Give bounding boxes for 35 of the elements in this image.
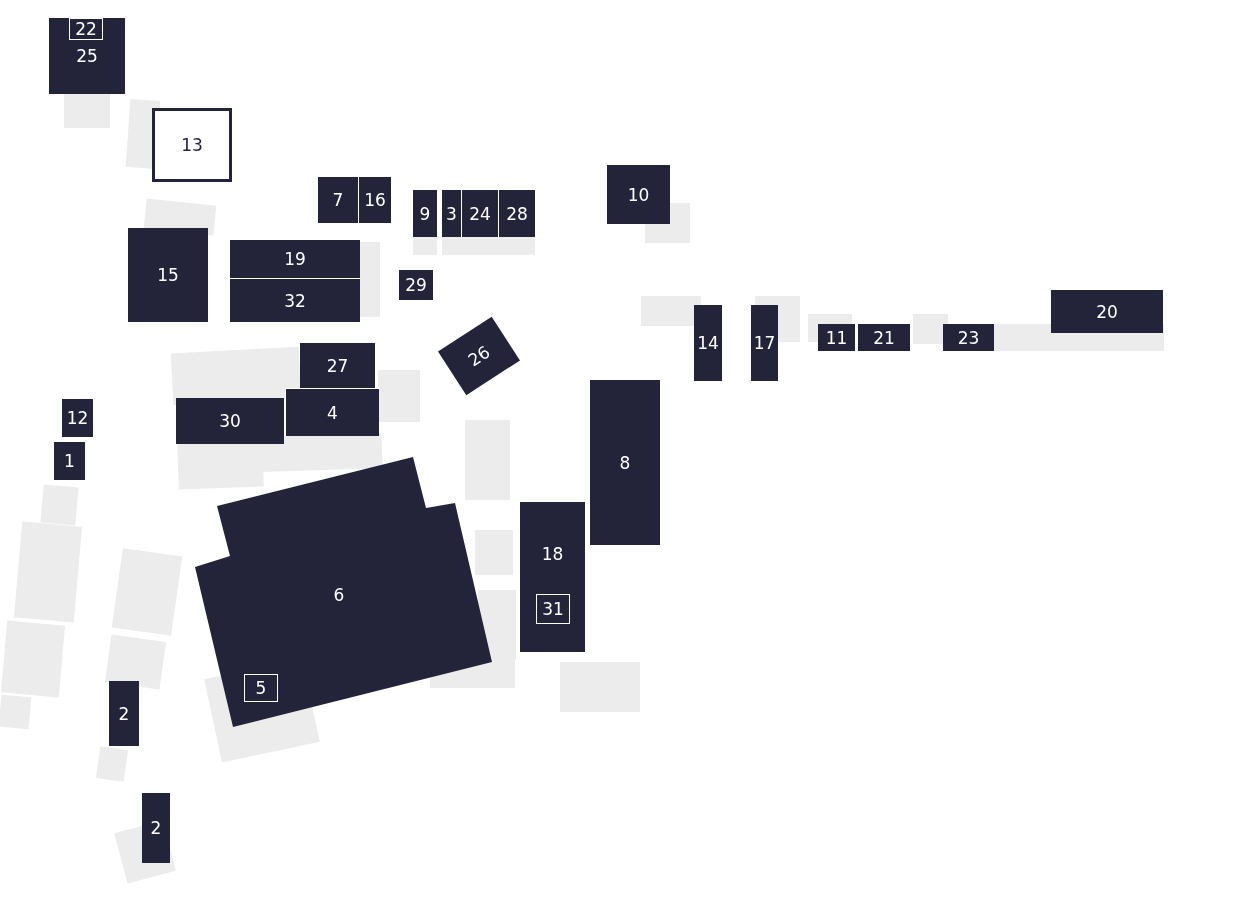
building: 11 bbox=[818, 324, 855, 351]
building-number: 18 bbox=[540, 544, 565, 564]
building: 21 bbox=[858, 324, 910, 351]
building bbox=[49, 18, 125, 94]
building: 14 bbox=[694, 305, 722, 381]
building bbox=[520, 502, 585, 652]
building: 16 bbox=[358, 177, 391, 223]
building: 9 bbox=[413, 190, 437, 237]
building: 12 bbox=[62, 399, 93, 437]
building: 3 bbox=[442, 190, 461, 237]
building: 23 bbox=[943, 324, 994, 351]
building: 2 bbox=[142, 793, 170, 863]
building: 8 bbox=[590, 380, 660, 545]
building: 32 bbox=[230, 278, 360, 322]
building-number: 6 bbox=[332, 585, 346, 605]
building: 29 bbox=[399, 270, 433, 300]
building: 27 bbox=[300, 343, 375, 388]
building: 31 bbox=[536, 594, 570, 624]
building: 4 bbox=[285, 388, 379, 436]
building: 22 bbox=[69, 18, 103, 40]
building: 20 bbox=[1051, 290, 1163, 333]
building: 13 bbox=[152, 108, 232, 182]
building: 10 bbox=[607, 165, 670, 224]
building: 19 bbox=[230, 240, 360, 278]
building: 26 bbox=[438, 316, 520, 396]
building: 15 bbox=[128, 228, 208, 322]
building: 5 bbox=[244, 674, 278, 702]
building: 30 bbox=[176, 398, 284, 444]
building: 7 bbox=[318, 177, 358, 223]
building: 17 bbox=[751, 305, 778, 381]
building: 2 bbox=[109, 681, 139, 746]
building: 24 bbox=[461, 190, 498, 237]
building: 1 bbox=[54, 442, 85, 480]
building: 28 bbox=[498, 190, 535, 237]
building-number: 25 bbox=[75, 46, 99, 66]
